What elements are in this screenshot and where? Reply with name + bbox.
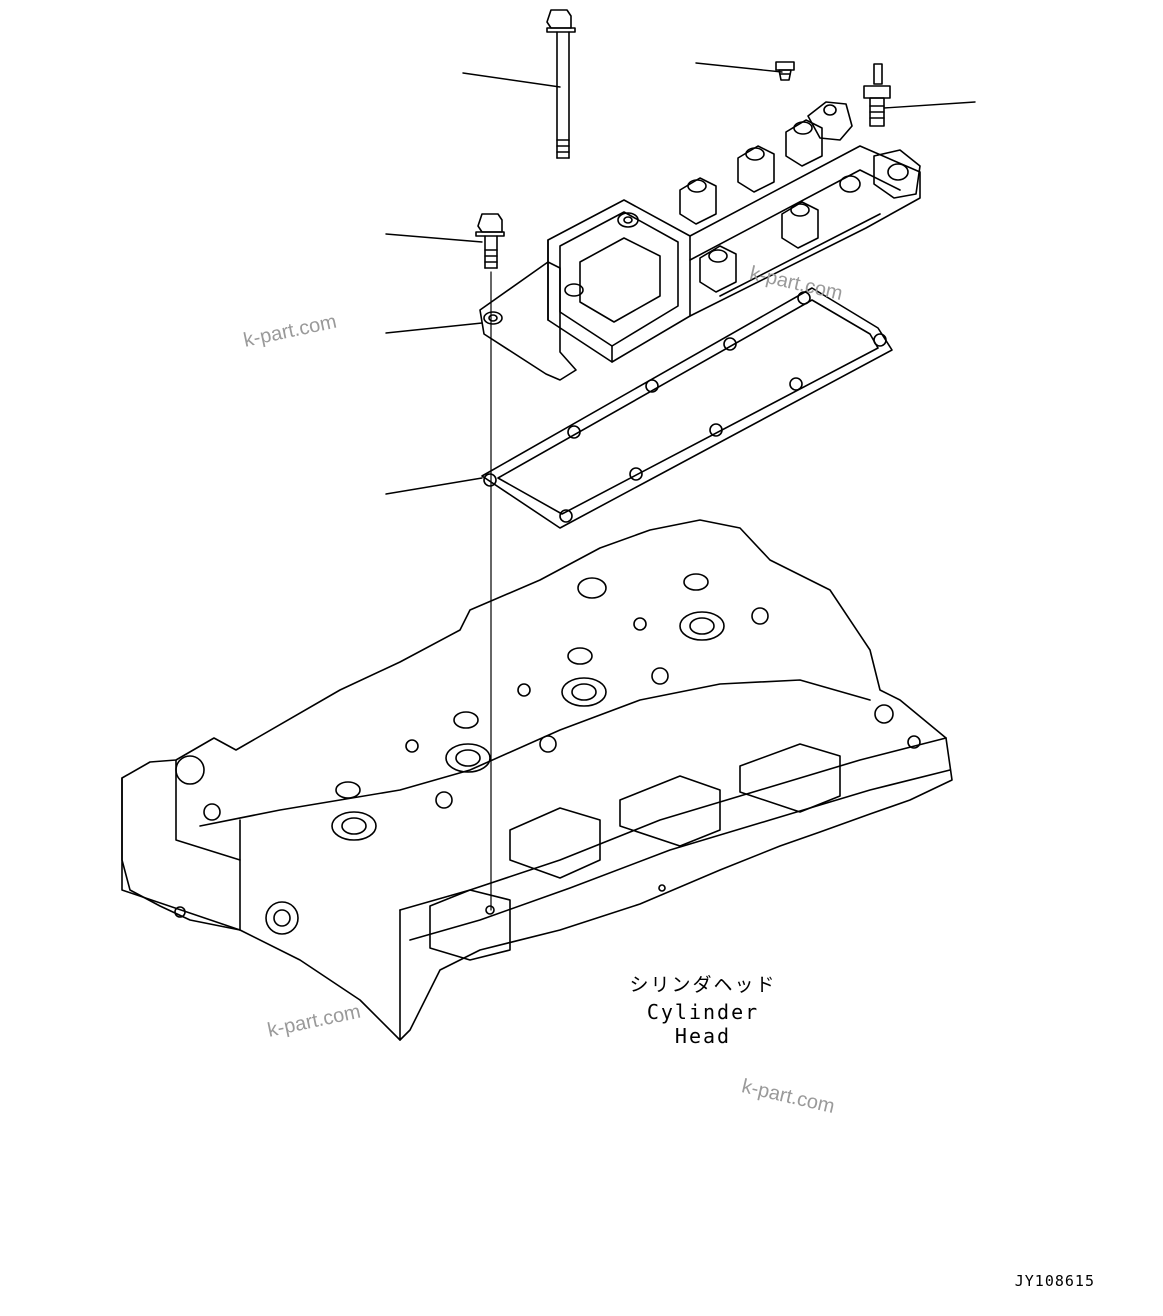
short-bolt-icon bbox=[475, 213, 505, 269]
document-id: JY108615 bbox=[1014, 1272, 1095, 1290]
part-label-en: Cylinder Head bbox=[646, 1000, 760, 1048]
plug-icon bbox=[775, 61, 795, 81]
part-label-jp: シリンダヘッド bbox=[629, 974, 777, 996]
cylinder-head bbox=[121, 519, 953, 1041]
leader-lines bbox=[385, 62, 976, 495]
long-bolt-icon bbox=[546, 9, 576, 159]
stud-bolt-icon bbox=[863, 63, 891, 127]
rocker-housing bbox=[479, 101, 921, 381]
gasket bbox=[481, 287, 893, 529]
